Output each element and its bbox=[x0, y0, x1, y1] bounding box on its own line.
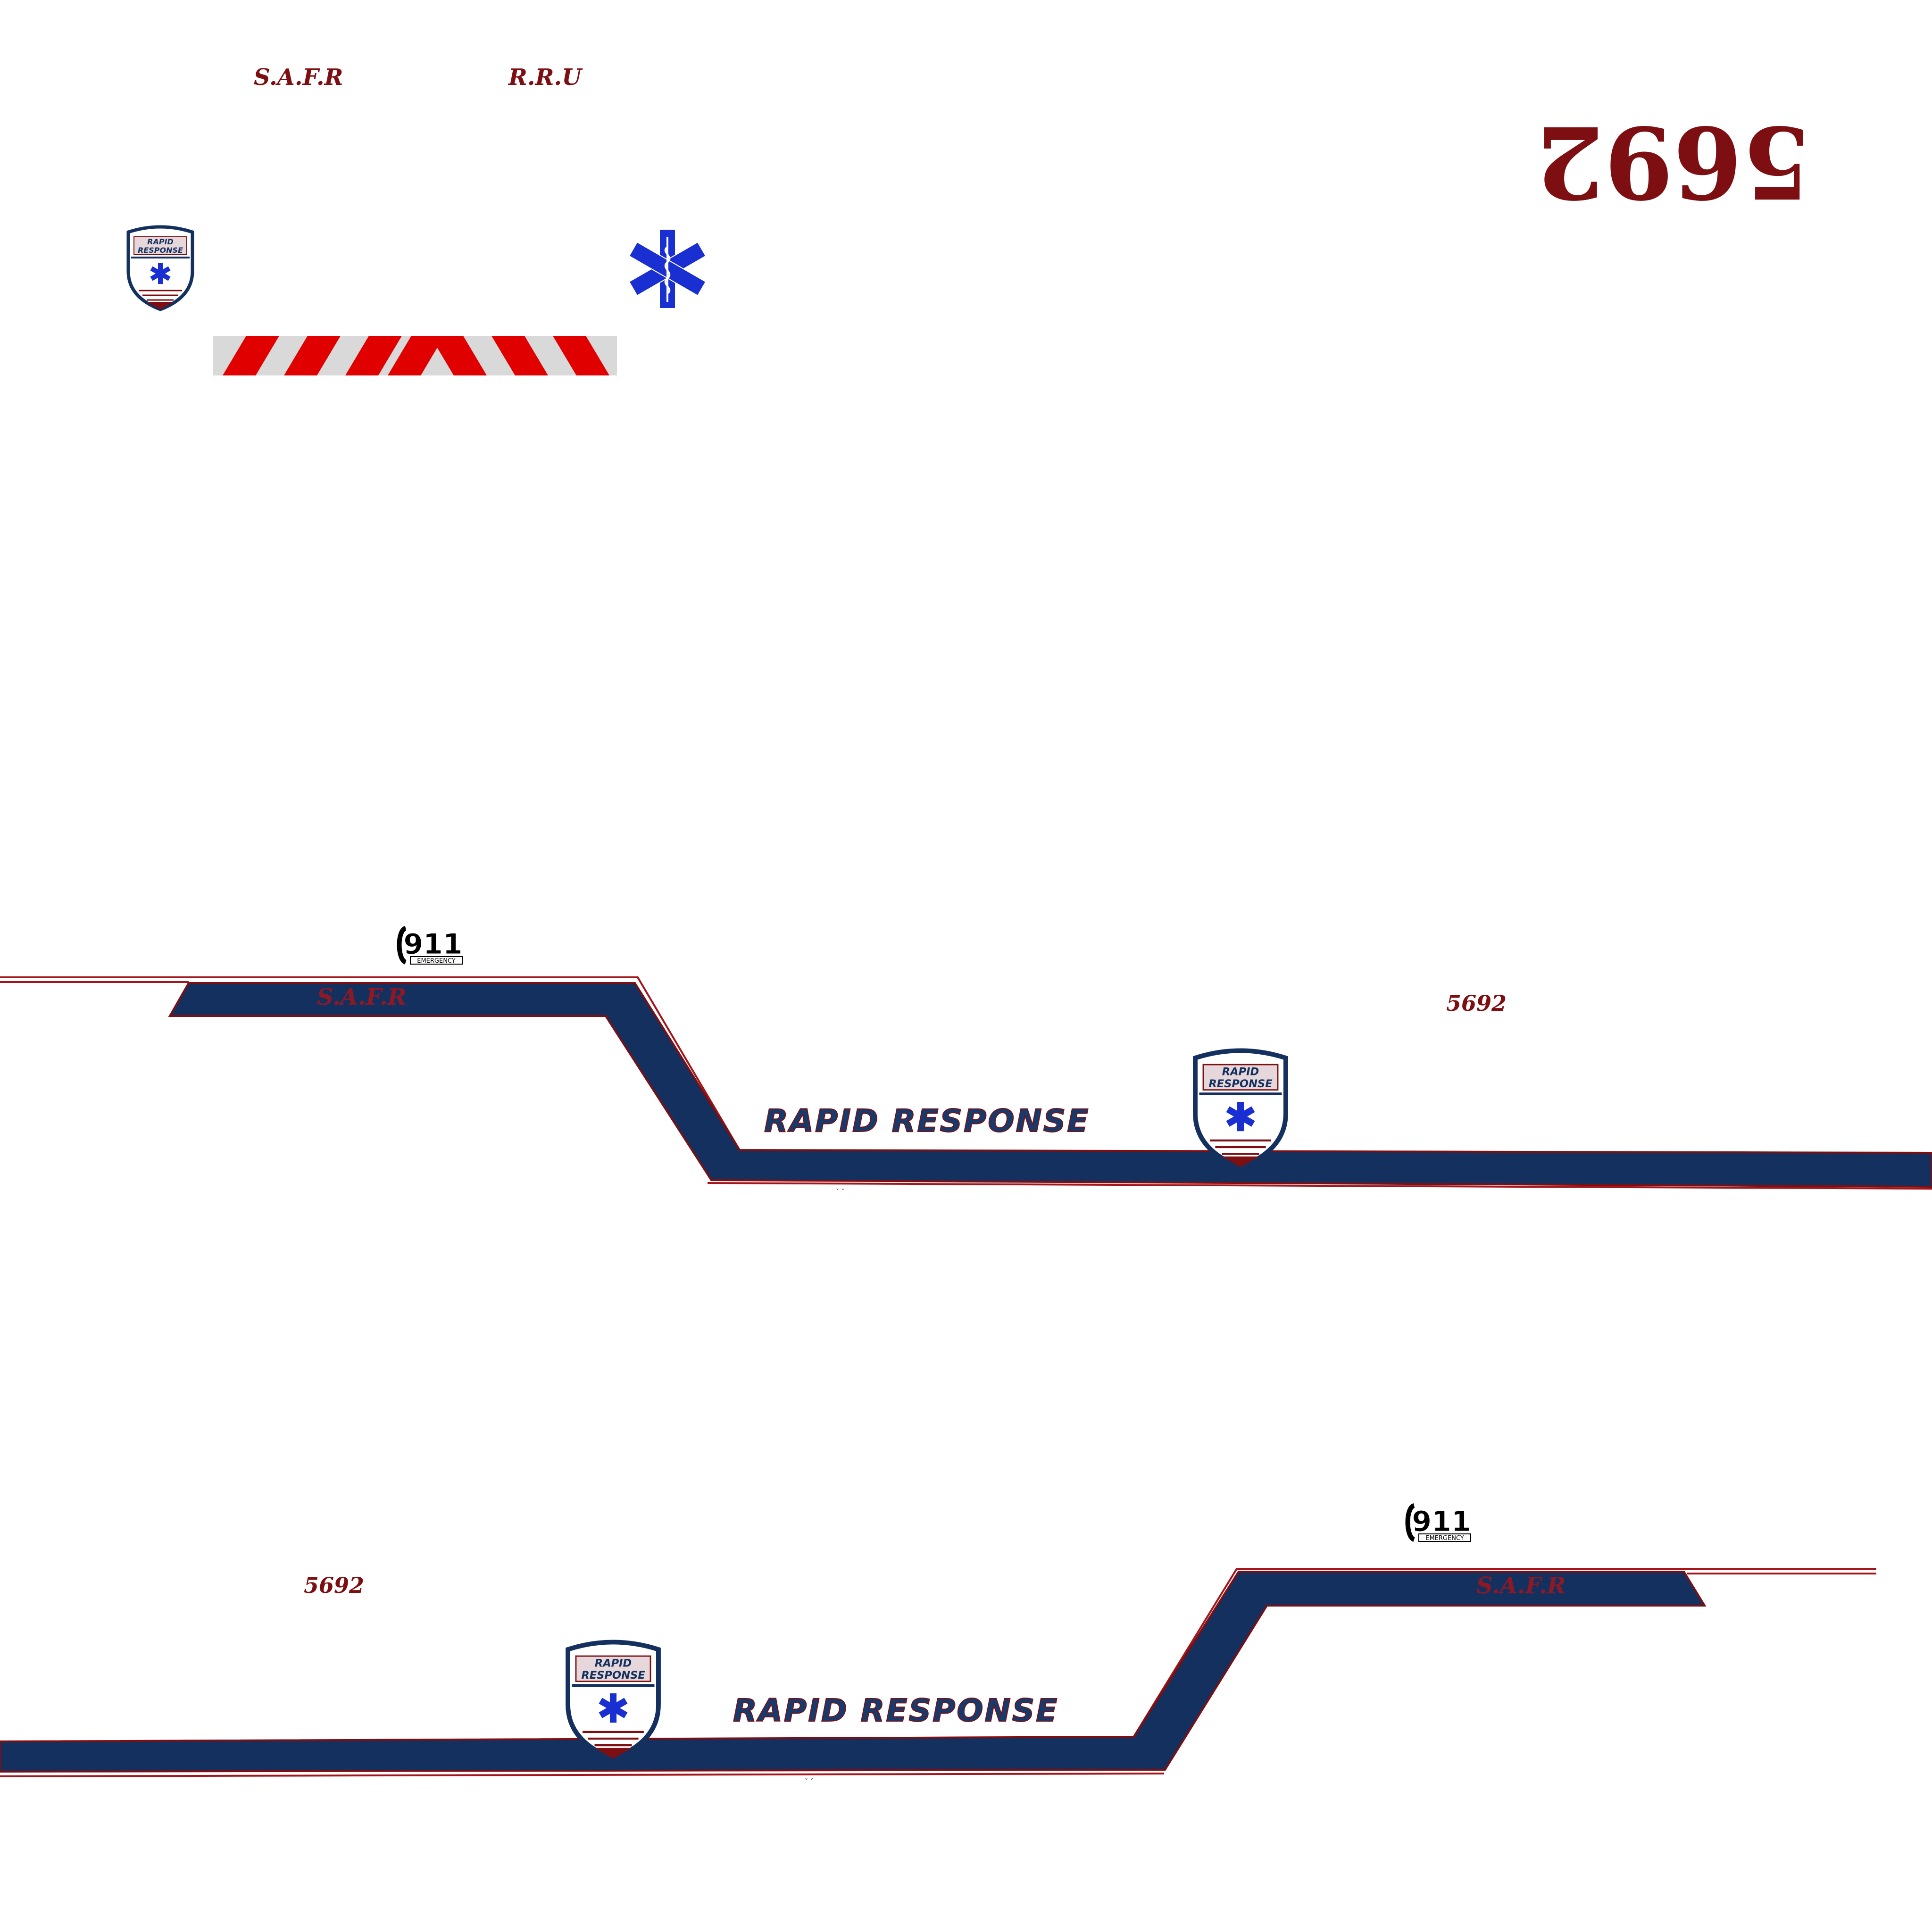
side-right-safr: S.A.F.R bbox=[317, 984, 407, 1010]
side-left-rapid-response: RAPID RESPONSE bbox=[733, 1692, 1059, 1729]
star-of-life-icon bbox=[627, 228, 708, 309]
badge-line1: RAPID bbox=[595, 1657, 632, 1670]
emergency-word: EMERGENCY bbox=[1425, 1535, 1464, 1542]
safr-label: S.A.F.R bbox=[254, 64, 343, 91]
rru-label: R.R.U bbox=[508, 64, 582, 91]
rapid-response-badge-icon: RAPID RESPONSE bbox=[125, 225, 195, 311]
side-right-rapid-response: RAPID RESPONSE bbox=[764, 1102, 1090, 1140]
badge-line2: RESPONSE bbox=[138, 246, 183, 255]
emergency-word: EMERGENCY bbox=[417, 958, 456, 965]
emergency-911-icon: 911 EMERGENCY bbox=[1405, 1503, 1474, 1542]
side-right-marks: ˇ ˇ bbox=[836, 1189, 845, 1196]
badge-line2: RESPONSE bbox=[581, 1669, 645, 1682]
side-stripe-right bbox=[0, 976, 1932, 1193]
side-left-marks: ˇ ˇ bbox=[805, 1778, 814, 1786]
side-right-unit-number: 5692 bbox=[1446, 991, 1507, 1016]
emergency-number: 911 bbox=[403, 928, 462, 961]
badge-line2: RESPONSE bbox=[1208, 1078, 1273, 1090]
emergency-911-icon: 911 EMERGENCY bbox=[396, 925, 465, 965]
side-stripe-left bbox=[0, 1566, 1932, 1783]
unit-number-large: 5692 bbox=[1535, 104, 1811, 220]
chevron-hazard-strip bbox=[213, 336, 617, 375]
badge-line1: RAPID bbox=[147, 237, 174, 246]
rapid-response-badge-icon: RAPID RESPONSE bbox=[1189, 1048, 1292, 1170]
emergency-number: 911 bbox=[1412, 1505, 1471, 1538]
rapid-response-badge-icon: RAPID RESPONSE bbox=[561, 1640, 665, 1761]
side-left-unit-number: 5692 bbox=[304, 1573, 365, 1598]
badge-line1: RAPID bbox=[1222, 1066, 1259, 1078]
side-left-safr: S.A.F.R bbox=[1476, 1573, 1566, 1599]
